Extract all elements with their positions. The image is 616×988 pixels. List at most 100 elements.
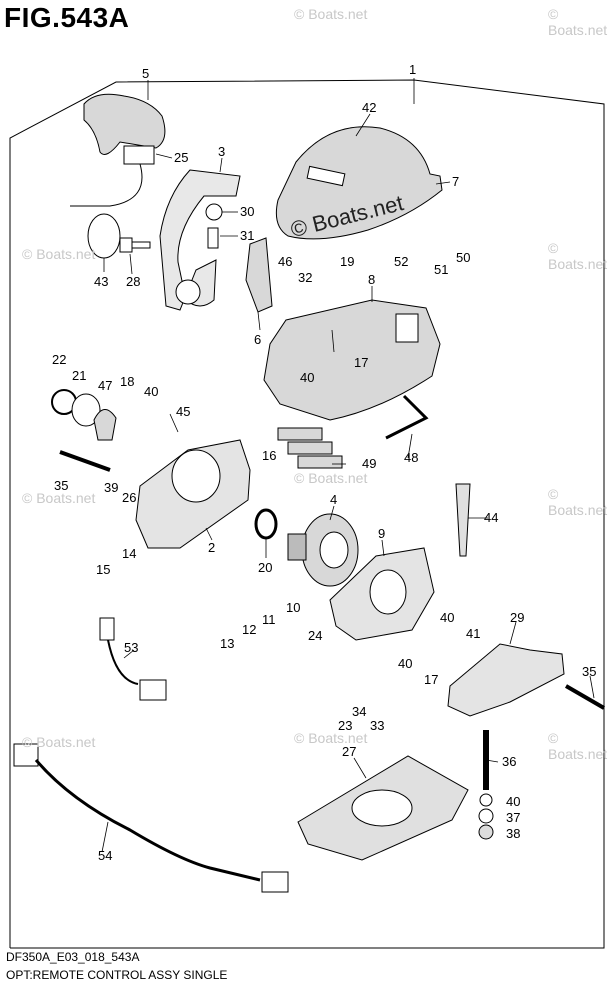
callout-13: 13 (220, 636, 234, 651)
part-washer-37 (478, 808, 494, 824)
callout-5: 5 (142, 66, 149, 81)
watermark-faint-2: © Boats.net (548, 6, 608, 38)
callout-29: 29 (510, 610, 524, 625)
callout-7: 7 (452, 174, 459, 189)
part-hex-key-48 (385, 394, 429, 440)
callout-27: 27 (342, 744, 356, 759)
callout-50: 50 (456, 250, 470, 265)
callout-18: 18 (120, 374, 134, 389)
part-bolt-28 (119, 237, 151, 253)
callout-9: 9 (378, 526, 385, 541)
part-cover (275, 126, 443, 240)
part-grip-handle (83, 93, 166, 155)
footer-description: OPT:REMOTE CONTROL ASSY SINGLE (6, 968, 228, 982)
part-harness-54 (13, 743, 289, 893)
part-harness-53 (99, 617, 167, 701)
callout-11: 11 (262, 612, 276, 627)
callout-46: 46 (278, 254, 292, 269)
watermark-faint-6: © Boats.net (294, 470, 368, 486)
callout-15: 15 (96, 562, 110, 577)
part-nut-38 (478, 824, 494, 840)
callout-47: 47 (98, 378, 112, 393)
callout-28: 28 (126, 274, 140, 289)
callout-40c: 40 (440, 610, 454, 625)
callout-51: 51 (434, 262, 448, 277)
part-spacer-47 (93, 409, 117, 441)
callout-40d: 40 (398, 656, 412, 671)
part-drum-4 (287, 513, 359, 587)
callout-3: 3 (218, 144, 225, 159)
callout-52: 52 (394, 254, 408, 269)
callout-38: 38 (506, 826, 520, 841)
callout-1: 1 (409, 62, 416, 77)
figure-title: FIG.543A (4, 2, 130, 33)
callout-31: 31 (240, 228, 254, 243)
part-bushing-20 (254, 508, 278, 540)
part-screw-31 (207, 227, 219, 249)
callout-35b: 35 (582, 664, 596, 679)
watermark-faint-5: © Boats.net (22, 490, 96, 506)
callout-37: 37 (506, 810, 520, 825)
callout-34: 34 (352, 704, 366, 719)
watermark-faint-4: © Boats.net (548, 240, 608, 272)
callout-numbers: 1 2 3 4 5 6 7 8 9 10 11 12 13 14 15 16 1… (52, 62, 596, 863)
part-connector-25 (70, 145, 155, 207)
callout-23: 23 (338, 718, 352, 733)
callout-19: 19 (340, 254, 354, 269)
part-lever-arm (159, 169, 241, 311)
watermark-faint-10: © Boats.net (548, 730, 608, 762)
callout-53: 53 (124, 640, 138, 655)
watermark-faint-8: © Boats.net (22, 734, 96, 750)
leader-lines (101, 78, 595, 853)
callout-30: 30 (240, 204, 254, 219)
part-housing-8 (263, 299, 441, 421)
callout-2: 2 (208, 540, 215, 555)
callout-42: 42 (362, 100, 376, 115)
callout-21: 21 (72, 368, 86, 383)
watermark-faint-1: © Boats.net (294, 6, 368, 22)
watermark-faint-9: © Boats.net (294, 730, 368, 746)
part-housing-2 (135, 439, 251, 549)
callout-25: 25 (174, 150, 188, 165)
callout-40e: 40 (506, 794, 520, 809)
part-ring-21 (71, 393, 101, 427)
part-bolt-35-right (564, 684, 606, 710)
callout-32: 32 (298, 270, 312, 285)
part-bolt-35 (59, 450, 111, 472)
callout-48: 48 (404, 450, 418, 465)
callout-22: 22 (52, 352, 66, 367)
callout-12: 12 (242, 622, 256, 637)
callout-14: 14 (122, 546, 136, 561)
callout-24: 24 (308, 628, 322, 643)
callout-35a: 35 (54, 478, 68, 493)
callout-41: 41 (466, 626, 480, 641)
callout-17b: 17 (424, 672, 438, 687)
callout-54: 54 (98, 848, 112, 863)
watermark-faint-3: © Boats.net (22, 246, 96, 262)
callout-4: 4 (330, 492, 337, 507)
footer-figure-code: DF350A_E03_018_543A (6, 950, 140, 964)
part-bracket-6 (245, 237, 273, 313)
part-washer-40 (479, 793, 493, 807)
callout-20: 20 (258, 560, 272, 575)
callout-49: 49 (362, 456, 376, 471)
callout-39: 39 (104, 480, 118, 495)
callout-45: 45 (176, 404, 190, 419)
callout-26: 26 (122, 490, 136, 505)
part-pads-49 (277, 427, 343, 469)
part-washer-30 (205, 203, 223, 221)
callout-44: 44 (484, 510, 498, 525)
callout-6: 6 (254, 332, 261, 347)
callout-36: 36 (502, 754, 516, 769)
part-gasket-27 (297, 755, 469, 861)
watermark-faint-7: © Boats.net (548, 486, 608, 518)
callout-40b: 40 (300, 370, 314, 385)
callout-10: 10 (286, 600, 300, 615)
callout-17a: 17 (354, 355, 368, 370)
part-cable-tie-44 (455, 483, 471, 557)
part-bracket-29 (447, 643, 565, 717)
callout-33: 33 (370, 718, 384, 733)
callout-8: 8 (368, 272, 375, 287)
callout-43: 43 (94, 274, 108, 289)
